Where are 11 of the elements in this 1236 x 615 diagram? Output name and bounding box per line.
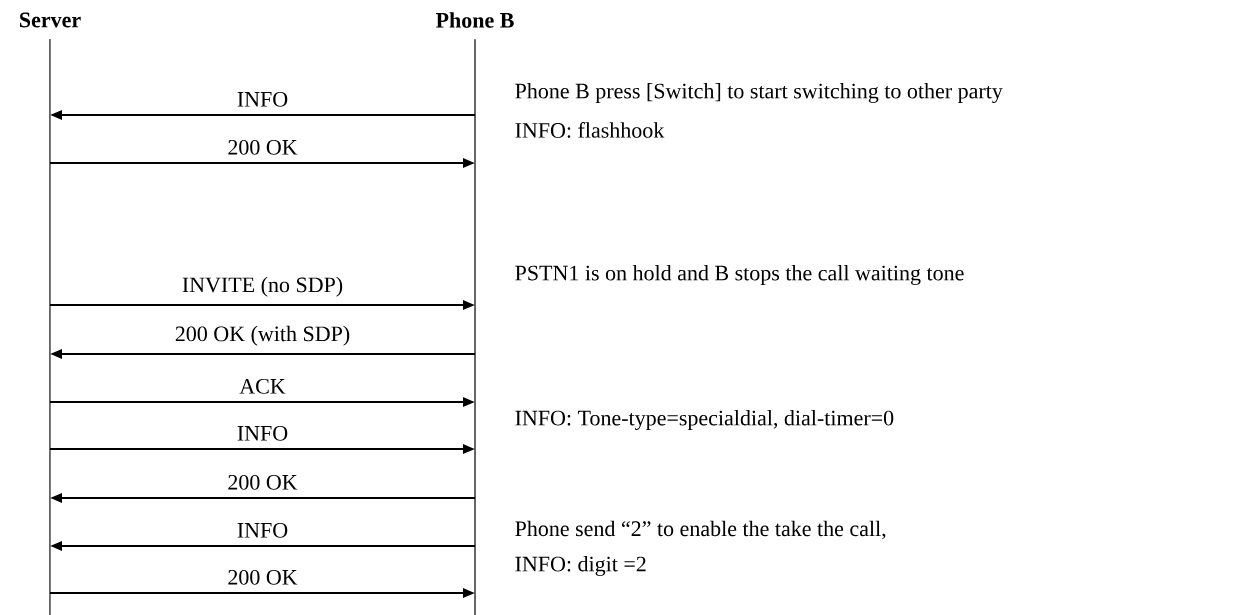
lifeline-header: Phone B [435,12,514,28]
message-label: 200 OK [228,474,298,490]
message-label: INFO [237,91,288,107]
message-label: 200 OK [228,139,298,155]
message-label: INVITE (no SDP) [182,276,343,297]
message-label: INFO [237,425,288,441]
lifeline-header: Server [20,12,81,28]
message-label: 200 OK [228,569,298,585]
message-label: INFO [237,522,288,538]
message-label: 200 OK (with SDP) [175,325,350,346]
message-label: ACK [239,378,286,394]
